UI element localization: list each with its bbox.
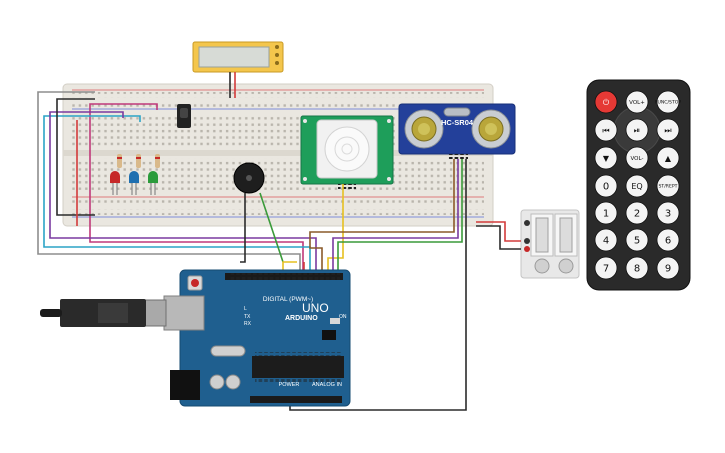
- remote-button-1[interactable]: 1: [594, 201, 618, 225]
- atmega-chip: [252, 356, 344, 378]
- remote-button-key-8[interactable]: ▲: [656, 146, 680, 170]
- resistors: [117, 154, 160, 168]
- remote-button-7[interactable]: 7: [594, 256, 618, 280]
- remote-button-vol[interactable]: VOL-: [625, 146, 649, 170]
- remote-button-label: 7: [603, 264, 609, 275]
- remote-button-0[interactable]: 0: [594, 174, 618, 198]
- remote-button-vol[interactable]: VOL+: [625, 90, 649, 114]
- remote-button-label: FUNC/STOP: [655, 100, 682, 106]
- remote-button-label: ⏮: [602, 126, 609, 135]
- top-rail-1: [72, 92, 484, 98]
- remote-button-label: ▲: [665, 154, 672, 163]
- power-jack: [170, 370, 200, 400]
- rx-label: RX: [244, 321, 252, 327]
- power-label: POWER: [279, 382, 300, 388]
- bottom-rail-1: [72, 200, 484, 206]
- remote-button-key-0[interactable]: ⏻: [594, 90, 618, 114]
- led-blue[interactable]: [129, 171, 139, 195]
- remote-button-label: ⏭: [664, 126, 671, 135]
- led-green[interactable]: [148, 171, 158, 195]
- usb-port: [163, 295, 205, 331]
- ultrasonic-label: HC-SR04: [441, 118, 474, 127]
- remote-button-label: ⏯: [634, 126, 640, 135]
- remote-button-key-3[interactable]: ⏮: [594, 118, 618, 142]
- remote-button-8[interactable]: 8: [625, 256, 649, 280]
- remote-button-2[interactable]: 2: [625, 201, 649, 225]
- remote-button-key-5[interactable]: ⏭: [656, 118, 680, 142]
- wires: [37, 72, 521, 411]
- bottom-rail-2: [72, 209, 484, 215]
- remote-button-label: 4: [603, 236, 609, 247]
- arduino-uno-board[interactable]: DIGITAL (PWM~) ARDUINO UNO TX RX L ON PO…: [163, 269, 351, 407]
- ir-remote[interactable]: ⏻ VOL+ FUNC/STOP ⏮ ⏯ ⏭ ▼ VOL- ▲ 0 EQ ST/REPT 1 2 3 4 5 6 7…: [586, 79, 691, 291]
- arduino-brand: ARDUINO: [285, 315, 318, 322]
- remote-button-6[interactable]: 6: [656, 228, 680, 252]
- remote-button-label: VOL-: [631, 156, 644, 162]
- remote-button-label: EQ: [631, 182, 642, 191]
- piezo-buzzer[interactable]: [233, 162, 265, 194]
- digital-label: DIGITAL (PWM~): [263, 296, 313, 303]
- remote-button-key-4[interactable]: ⏯: [625, 118, 649, 142]
- on-label: ON: [339, 314, 347, 320]
- remote-button-4[interactable]: 4: [594, 228, 618, 252]
- remote-button-eq[interactable]: EQ: [625, 174, 649, 198]
- remote-button-9[interactable]: 9: [656, 256, 680, 280]
- tx-label: TX: [244, 314, 251, 320]
- l-label: L: [244, 306, 247, 312]
- pir-sensor[interactable]: [300, 115, 394, 189]
- remote-button-5[interactable]: 5: [625, 228, 649, 252]
- arduino-model: UNO: [302, 301, 329, 315]
- remote-button-func-stop[interactable]: FUNC/STOP: [655, 90, 682, 114]
- led-red[interactable]: [110, 171, 120, 195]
- remote-button-label: ▼: [603, 154, 610, 163]
- remote-button-label: 2: [634, 209, 640, 220]
- remote-button-3[interactable]: 3: [656, 201, 680, 225]
- analog-label: ANALOG IN: [312, 382, 342, 388]
- remote-button-label: 9: [665, 264, 671, 275]
- remote-button-label: ⏻: [603, 98, 610, 107]
- remote-button-st-rept[interactable]: ST/REPT: [656, 174, 680, 198]
- ir-receiver[interactable]: [177, 104, 191, 128]
- remote-button-label: 1: [603, 209, 609, 220]
- analog-power-header[interactable]: [250, 396, 342, 403]
- lcd-display[interactable]: [192, 41, 284, 73]
- remote-button-label: VOL+: [629, 100, 645, 106]
- usb-cable: [40, 299, 167, 327]
- remote-button-label: 5: [634, 236, 640, 247]
- dual-switch-module[interactable]: [520, 209, 580, 279]
- remote-button-label: ST/REPT: [659, 184, 678, 190]
- remote-button-label: 8: [634, 264, 640, 275]
- remote-button-key-6[interactable]: ▼: [594, 146, 618, 170]
- remote-button-label: 3: [665, 209, 671, 220]
- top-rail-2: [72, 101, 484, 107]
- ultrasonic-sensor[interactable]: HC-SR04: [398, 103, 516, 159]
- remote-button-label: 6: [665, 236, 671, 247]
- remote-button-label: 0: [603, 182, 609, 193]
